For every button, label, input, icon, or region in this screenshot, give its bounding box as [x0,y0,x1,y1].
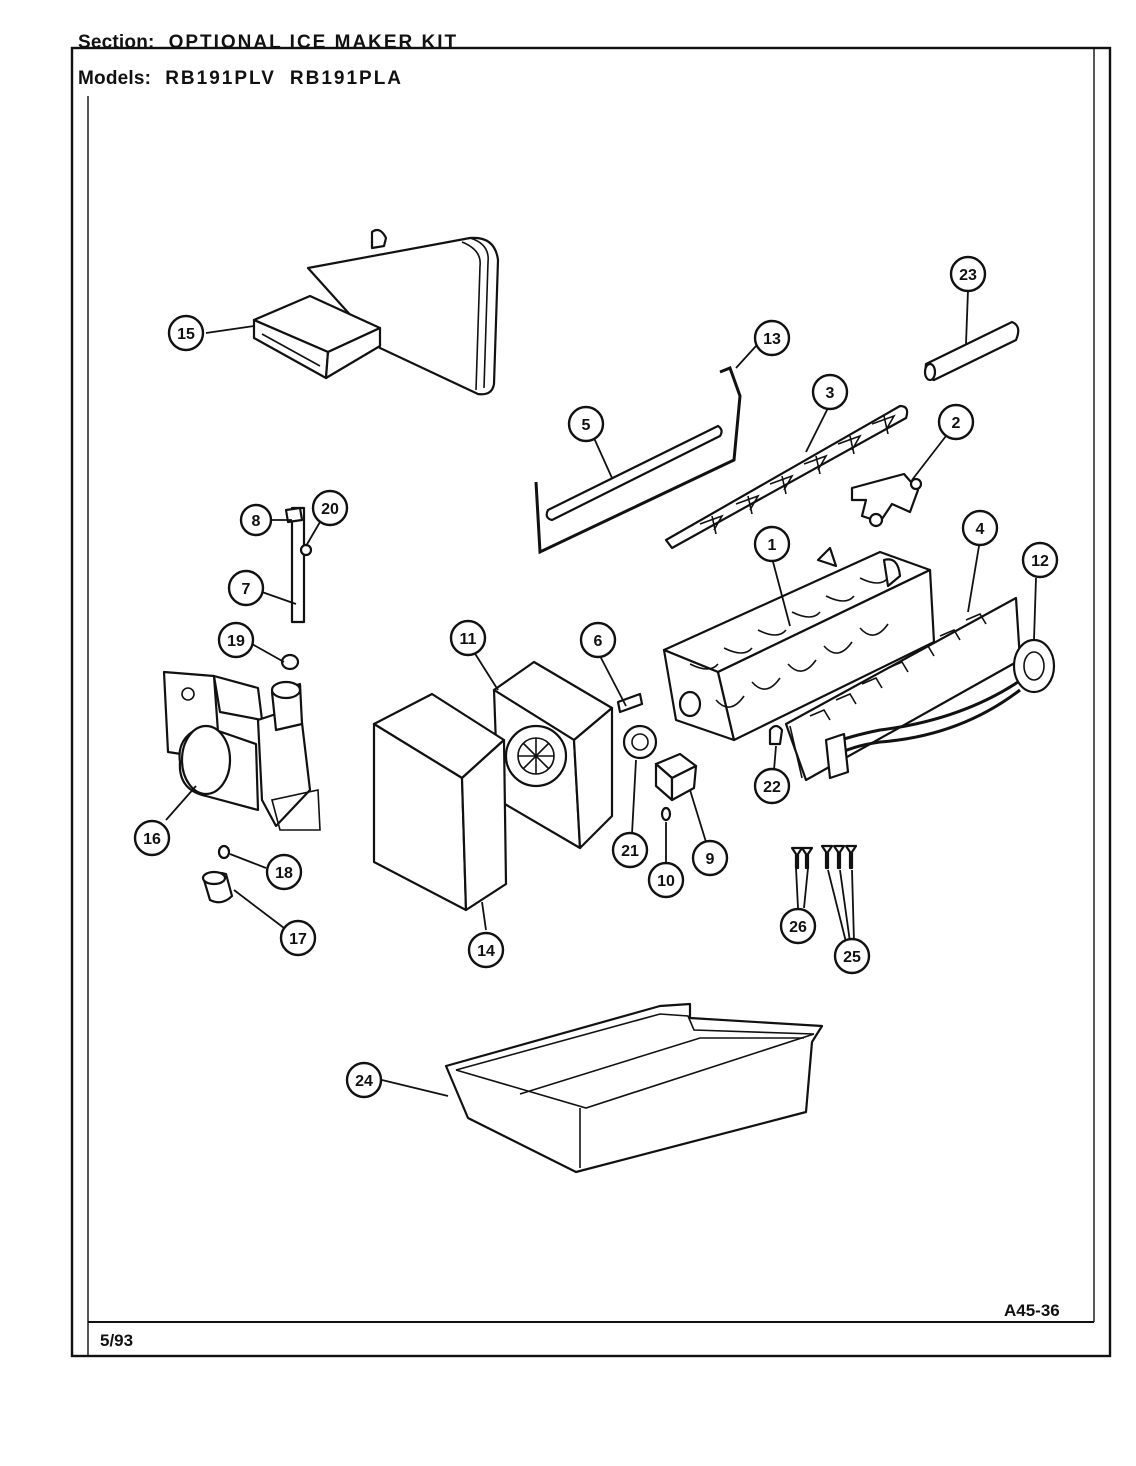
callout-6: 6 [579,621,617,659]
part-13-shutoff-arm [534,366,742,555]
callout-23: 23 [949,255,987,293]
callout-10: 10 [647,861,685,899]
svg-text:18: 18 [275,865,293,882]
callout-16: 16 [133,819,171,857]
callout-4: 4 [961,509,999,547]
models-header: Models: RB191PLV RB191PLA [78,68,403,90]
svg-text:25: 25 [843,949,861,966]
svg-text:4: 4 [976,521,985,538]
callout-17: 17 [279,919,317,957]
part-17-fitting [201,870,234,904]
part-11-housing [492,660,614,850]
callout-24: 24 [345,1061,383,1099]
svg-text:14: 14 [477,943,495,960]
models-label: Models: [78,68,152,89]
model-number-2: RB191PLA [289,68,404,89]
part-26-screws [790,846,814,870]
svg-text:11: 11 [460,631,477,648]
callout-20: 20 [311,489,349,527]
svg-text:10: 10 [657,873,675,890]
callout-9: 9 [691,839,729,877]
part-22-clip [768,724,784,746]
callout-18: 18 [265,853,303,891]
part-14-box [372,692,508,912]
part-6-screw [616,692,644,714]
svg-text:9: 9 [706,851,715,868]
svg-text:1: 1 [768,537,777,554]
callout-21: 21 [611,831,649,869]
callout-3: 3 [811,373,849,411]
footer-code: A45-36 [1004,1301,1060,1320]
model-number-1: RB191PLV [165,68,276,89]
svg-text:26: 26 [789,919,807,936]
svg-text:24: 24 [355,1073,373,1090]
callouts: 15 23 13 5 3 2 1 4 12 8 20 7 19 11 6 21 … [133,255,1059,1099]
svg-text:15: 15 [177,326,195,343]
callout-13: 13 [753,319,791,357]
svg-text:21: 21 [621,843,639,860]
svg-text:23: 23 [959,267,977,284]
callout-19: 19 [217,621,255,659]
svg-text:6: 6 [594,633,603,650]
callout-7: 7 [227,569,265,607]
part-3-ejector [664,404,909,550]
part-10-nut [660,806,672,822]
svg-text:2: 2 [952,415,961,432]
svg-text:19: 19 [227,633,245,650]
callout-2: 2 [937,403,975,441]
svg-text:3: 3 [826,385,835,402]
page-frame [70,46,1112,1358]
svg-text:17: 17 [289,931,307,948]
part-12-harness [824,638,1056,780]
callout-1: 1 [753,525,791,563]
callout-12: 12 [1021,541,1059,579]
part-18-washer [217,844,231,860]
svg-text:22: 22 [763,779,781,796]
part-5-rod [545,424,723,522]
part-7-water-line [280,506,313,671]
callout-11: 11 [449,619,487,657]
svg-text:16: 16 [143,831,161,848]
svg-text:7: 7 [242,581,251,598]
callout-15: 15 [167,314,205,352]
callout-14: 14 [467,931,505,969]
callout-25: 25 [833,937,871,975]
callout-22: 22 [753,767,791,805]
svg-text:8: 8 [252,513,261,530]
part-15-cover [252,228,500,396]
part-9-block [654,752,698,802]
part-25-screws [820,844,858,870]
callout-5: 5 [567,405,605,443]
part-24-ice-bin [444,1002,824,1174]
callout-26: 26 [779,907,817,945]
part-23-fill-tube [923,320,1020,382]
part-21-gear [622,724,658,760]
footer-date: 5/93 [100,1331,133,1350]
leader-lines [165,289,1037,1097]
svg-text:13: 13 [763,331,781,348]
part-2-lever [850,472,923,528]
callout-8: 8 [239,503,273,537]
part-16-water-valve [162,670,321,831]
svg-text:5: 5 [582,417,591,434]
svg-text:12: 12 [1031,553,1049,570]
svg-text:20: 20 [321,501,339,518]
